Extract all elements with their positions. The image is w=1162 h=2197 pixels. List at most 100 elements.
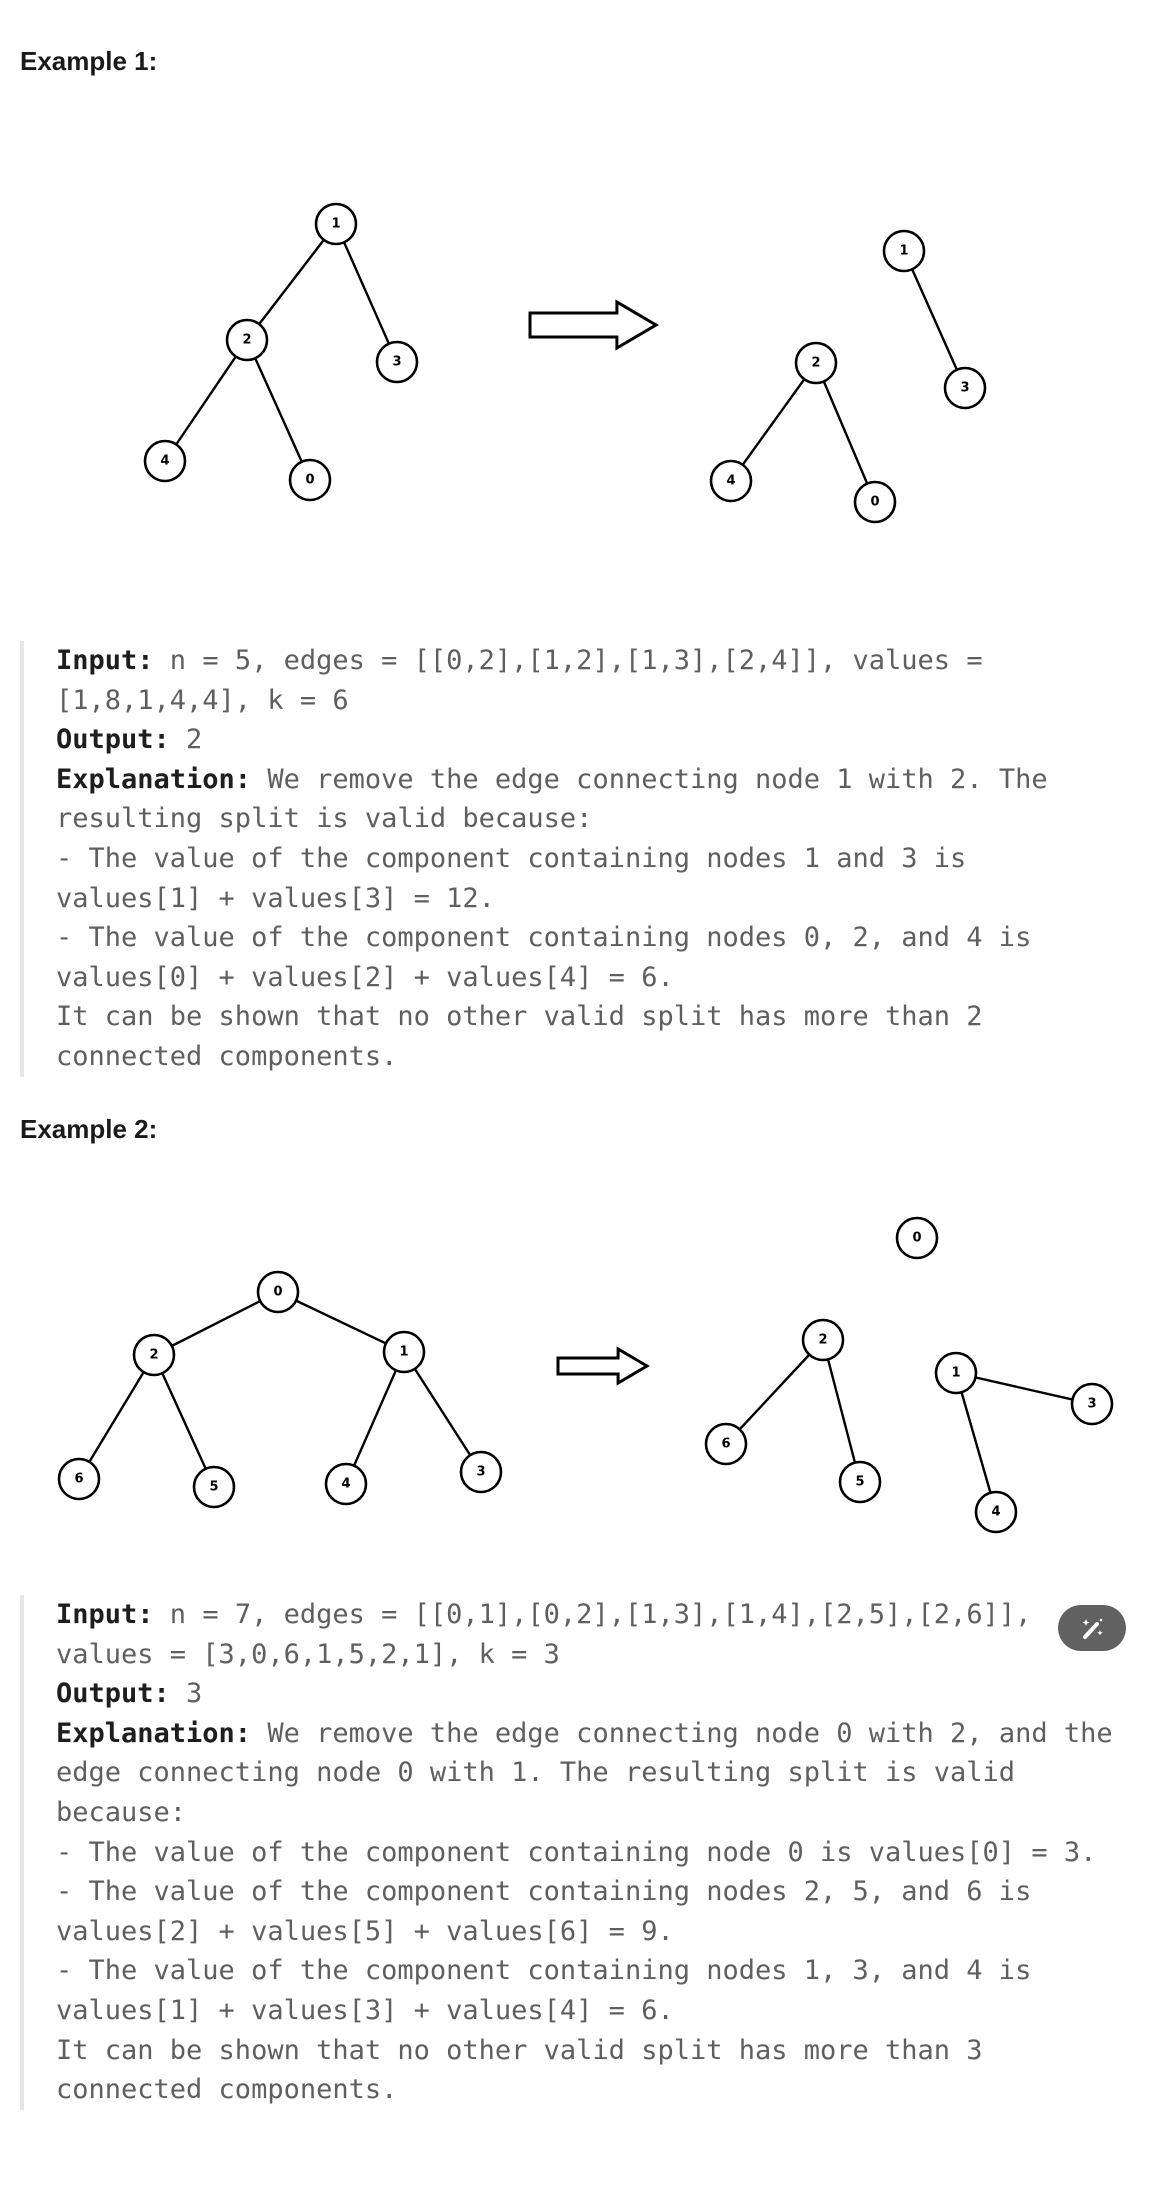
text-line: [1,8,1,4,4], k = 6 <box>56 681 1140 721</box>
text-line: Explanation: We remove the edge connecti… <box>56 760 1140 800</box>
tree-node: 3 <box>943 366 987 410</box>
tree-edge <box>730 362 817 482</box>
tree-edge <box>334 223 399 363</box>
text-line: values[2] + values[5] + values[6] = 9. <box>56 1912 1140 1952</box>
field-value: - The value of the component containing … <box>56 1836 1097 1868</box>
arrow-icon <box>556 1346 650 1386</box>
svg-text:1: 1 <box>399 1345 408 1360</box>
tree-edge <box>245 339 312 481</box>
field-label: Output: <box>56 1678 170 1710</box>
tree-edge <box>152 1354 216 1488</box>
text-line: connected components. <box>56 2070 1140 2110</box>
tree-node: 5 <box>838 1460 882 1504</box>
text-line: values[0] + values[2] + values[4] = 6. <box>56 958 1140 998</box>
field-value: values[1] + values[3] = 12. <box>56 882 495 914</box>
text-line: connected components. <box>56 1037 1140 1077</box>
tree-node: 3 <box>375 340 419 384</box>
svg-text:0: 0 <box>273 1285 282 1300</box>
text-line: - The value of the component containing … <box>56 1951 1140 1991</box>
svg-text:0: 0 <box>305 473 314 488</box>
svg-text:2: 2 <box>811 356 820 371</box>
field-value: - The value of the component containing … <box>56 1876 1032 1908</box>
svg-text:4: 4 <box>341 1477 350 1492</box>
field-value: values[0] + values[2] + values[4] = 6. <box>56 961 674 993</box>
field-value: connected components. <box>56 2074 398 2106</box>
tree-edge <box>277 1290 405 1354</box>
svg-text:1: 1 <box>951 1366 960 1381</box>
tree-node: 1 <box>882 229 926 273</box>
example-1-heading: Example 1: <box>20 46 158 76</box>
tree-edge <box>954 1372 998 1513</box>
magic-wand-icon <box>1082 1618 1103 1639</box>
tree-node: 1 <box>382 1330 426 1374</box>
text-line: Output: 3 <box>56 1674 1140 1714</box>
text-line: - The value of the component containing … <box>56 1872 1140 1912</box>
tree-node: 2 <box>794 341 838 385</box>
example-1-block: Input: n = 5, edges = [[0,2],[1,2],[1,3]… <box>20 641 1140 1077</box>
tree-node: 2 <box>225 318 269 362</box>
tree-edge <box>246 223 337 341</box>
field-value: We remove the edge connecting node 1 wit… <box>251 763 1048 795</box>
field-value: because: <box>56 1796 187 1828</box>
tree-node: 4 <box>709 459 753 503</box>
svg-text:4: 4 <box>160 454 169 469</box>
tree-edge <box>814 362 877 503</box>
field-value: - The value of the component containing … <box>56 1955 1032 1987</box>
text-line: It can be shown that no other valid spli… <box>56 997 1140 1037</box>
tree-edge <box>344 1351 406 1485</box>
tree-edge <box>902 250 967 389</box>
svg-text:2: 2 <box>818 1333 827 1348</box>
svg-text:0: 0 <box>870 495 879 510</box>
text-line: Input: n = 5, edges = [[0,2],[1,2],[1,3]… <box>56 641 1140 681</box>
field-label: Output: <box>56 724 170 756</box>
svg-text:2: 2 <box>242 333 251 348</box>
tree-edge <box>77 1354 156 1480</box>
example-2-diagram: 0 2 1 6 5 4 3 0 2 6 5 1 3 4 <box>57 1216 1114 1534</box>
tree-edge <box>402 1351 483 1473</box>
field-value: [1,8,1,4,4], k = 6 <box>56 684 349 716</box>
svg-text:2: 2 <box>149 1348 158 1363</box>
magic-wand-button[interactable] <box>1058 1605 1126 1651</box>
svg-text:1: 1 <box>899 244 908 259</box>
field-value: values[2] + values[5] + values[6] = 9. <box>56 1915 674 1947</box>
text-line: - The value of the component containing … <box>56 839 1140 879</box>
svg-text:0: 0 <box>912 1231 921 1246</box>
tree-node: 2 <box>801 1318 845 1362</box>
text-line: It can be shown that no other valid spli… <box>56 2031 1140 2071</box>
field-label: Input: <box>56 1599 154 1630</box>
svg-text:6: 6 <box>74 1472 83 1487</box>
svg-text:1: 1 <box>331 217 340 232</box>
example-1-diagram: 1 2 3 4 0 1 3 2 4 0 <box>143 202 987 524</box>
svg-text:5: 5 <box>209 1480 218 1495</box>
example-2-block: Input: n = 7, edges = [[0,1],[0,2],[1,3]… <box>20 1595 1140 2110</box>
tree-node: 4 <box>143 439 187 483</box>
tree-node: 0 <box>853 480 897 524</box>
text-line: - The value of the component containing … <box>56 918 1140 958</box>
tree-edge <box>153 1290 279 1357</box>
tree-edge <box>821 1339 862 1483</box>
tree-node: 4 <box>974 1490 1018 1534</box>
tree-node: 0 <box>256 1270 300 1314</box>
tree-node: 3 <box>1070 1382 1114 1426</box>
text-line: Input: n = 7, edges = [[0,1],[0,2],[1,3]… <box>56 1595 1140 1635</box>
field-value: - The value of the component containing … <box>56 922 1032 954</box>
field-label: Explanation: <box>56 1717 252 1749</box>
text-line: because: <box>56 1793 1140 1833</box>
text-line: edge connecting node 0 with 1. The resul… <box>56 1753 1140 1793</box>
tree-node: 0 <box>895 1216 939 1260</box>
tree-node: 5 <box>192 1465 236 1509</box>
tree-node: 6 <box>704 1422 748 1466</box>
field-value: It can be shown that no other valid spli… <box>56 2034 983 2066</box>
field-value: values = [3,0,6,1,5,2,1], k = 3 <box>56 1638 560 1670</box>
field-value: resulting split is valid because: <box>56 803 593 835</box>
tree-edge <box>164 339 248 462</box>
text-line: values[1] + values[3] = 12. <box>56 879 1140 919</box>
svg-text:4: 4 <box>991 1505 1000 1520</box>
tree-node: 4 <box>324 1462 368 1506</box>
field-value: values[1] + values[3] + values[4] = 6. <box>56 1994 674 2026</box>
field-value: We remove the edge connecting node 0 wit… <box>251 1717 1113 1749</box>
arrow-icon <box>528 299 659 351</box>
tree-node: 3 <box>459 1450 503 1494</box>
tree-node: 1 <box>934 1351 978 1395</box>
tree-node: 0 <box>288 458 332 502</box>
